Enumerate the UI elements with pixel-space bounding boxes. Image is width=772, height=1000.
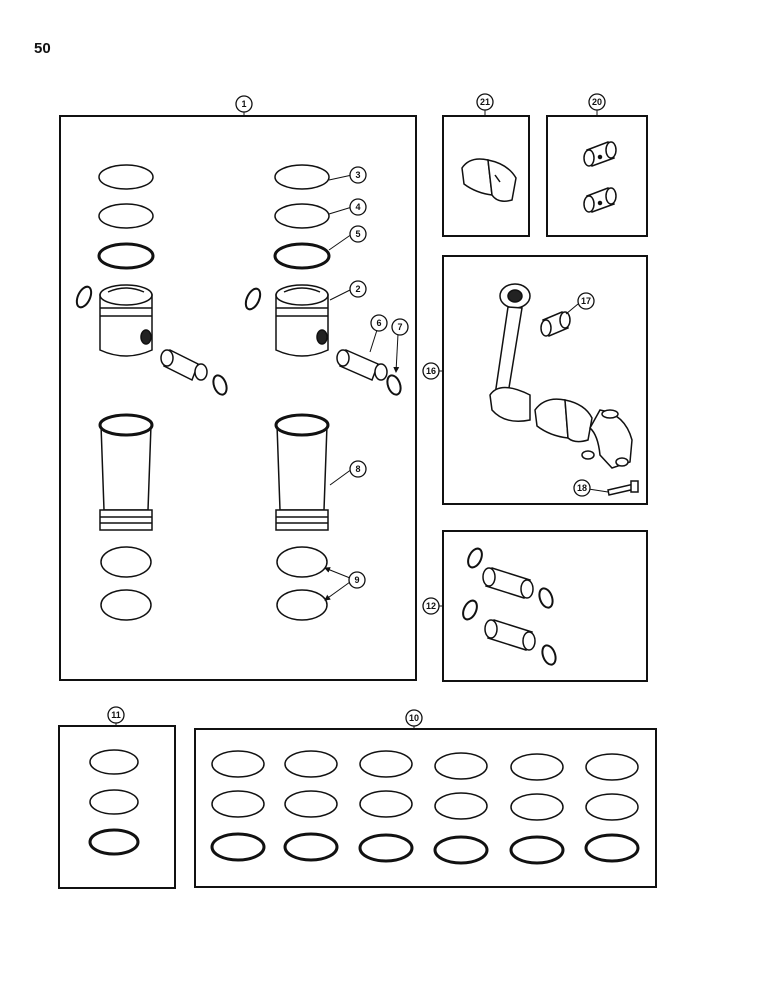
kit-box-rings-small [58,725,176,889]
svg-text:11: 11 [111,710,121,720]
callout-7: 7 [391,318,409,336]
piston-left [99,284,153,357]
kit-box-connecting-rod [442,255,648,505]
svg-text:10: 10 [409,713,419,723]
svg-text:18: 18 [577,483,587,493]
connecting-rod [489,283,531,422]
kit-box-rings-large [194,728,657,888]
callout-8: 8 [349,460,367,478]
kit-box-bushings [546,115,648,237]
svg-text:16: 16 [426,366,436,376]
rod-bearing-shells [534,398,593,443]
snap-ring-left-2 [212,374,228,396]
callout-10: 10 [405,709,423,727]
svg-text:3: 3 [355,170,360,180]
svg-text:17: 17 [581,296,591,306]
piston-ring-set-right [273,164,331,270]
rod-bolt [607,480,639,496]
callout-5: 5 [349,225,367,243]
callout-18: 18 [573,479,591,497]
svg-text:7: 7 [397,322,402,332]
rod-bushing [540,311,571,337]
callout-1: 1 [235,95,253,113]
callout-11: 11 [107,706,125,724]
callout-2: 2 [349,280,367,298]
piston-ring-set-left [97,164,155,270]
svg-text:4: 4 [355,202,360,212]
piston-pin-kit [462,547,557,666]
svg-text:21: 21 [480,97,490,107]
snap-ring-left [75,285,93,309]
rod-cap [581,409,633,469]
svg-text:9: 9 [354,575,359,585]
cylinder-sleeve-left [98,413,154,531]
svg-text:6: 6 [376,318,381,328]
callout-4: 4 [349,198,367,216]
callout-17: 17 [577,292,595,310]
kit-box-main-bearing [442,115,530,237]
cylinder-sleeve-right [274,413,330,531]
piston-pin-left [160,348,208,382]
callout-16: 16 [422,362,440,380]
ring-set-small-kit [88,749,140,856]
callout-3: 3 [349,166,367,184]
bushing-pair [583,141,617,213]
callout-20: 20 [588,93,606,111]
callout-6: 6 [370,314,388,332]
snap-ring-right [244,287,262,311]
callout-21: 21 [476,93,494,111]
svg-text:20: 20 [592,97,602,107]
snap-ring-right-2 [386,374,402,396]
piston-right [275,284,329,357]
svg-text:5: 5 [355,229,360,239]
svg-text:8: 8 [355,464,360,474]
callout-12: 12 [422,597,440,615]
svg-text:12: 12 [426,601,436,611]
ring-set-large-kit [210,750,640,865]
page-number: 50 [34,40,51,57]
o-ring-set [100,546,328,621]
callout-9: 9 [348,571,366,589]
leader-lines [115,110,609,729]
kit-box-cylinder [59,115,417,681]
piston-pin-right [336,348,388,382]
svg-text:1: 1 [241,99,246,109]
main-bearing-shells [461,158,517,202]
svg-text:2: 2 [355,284,360,294]
